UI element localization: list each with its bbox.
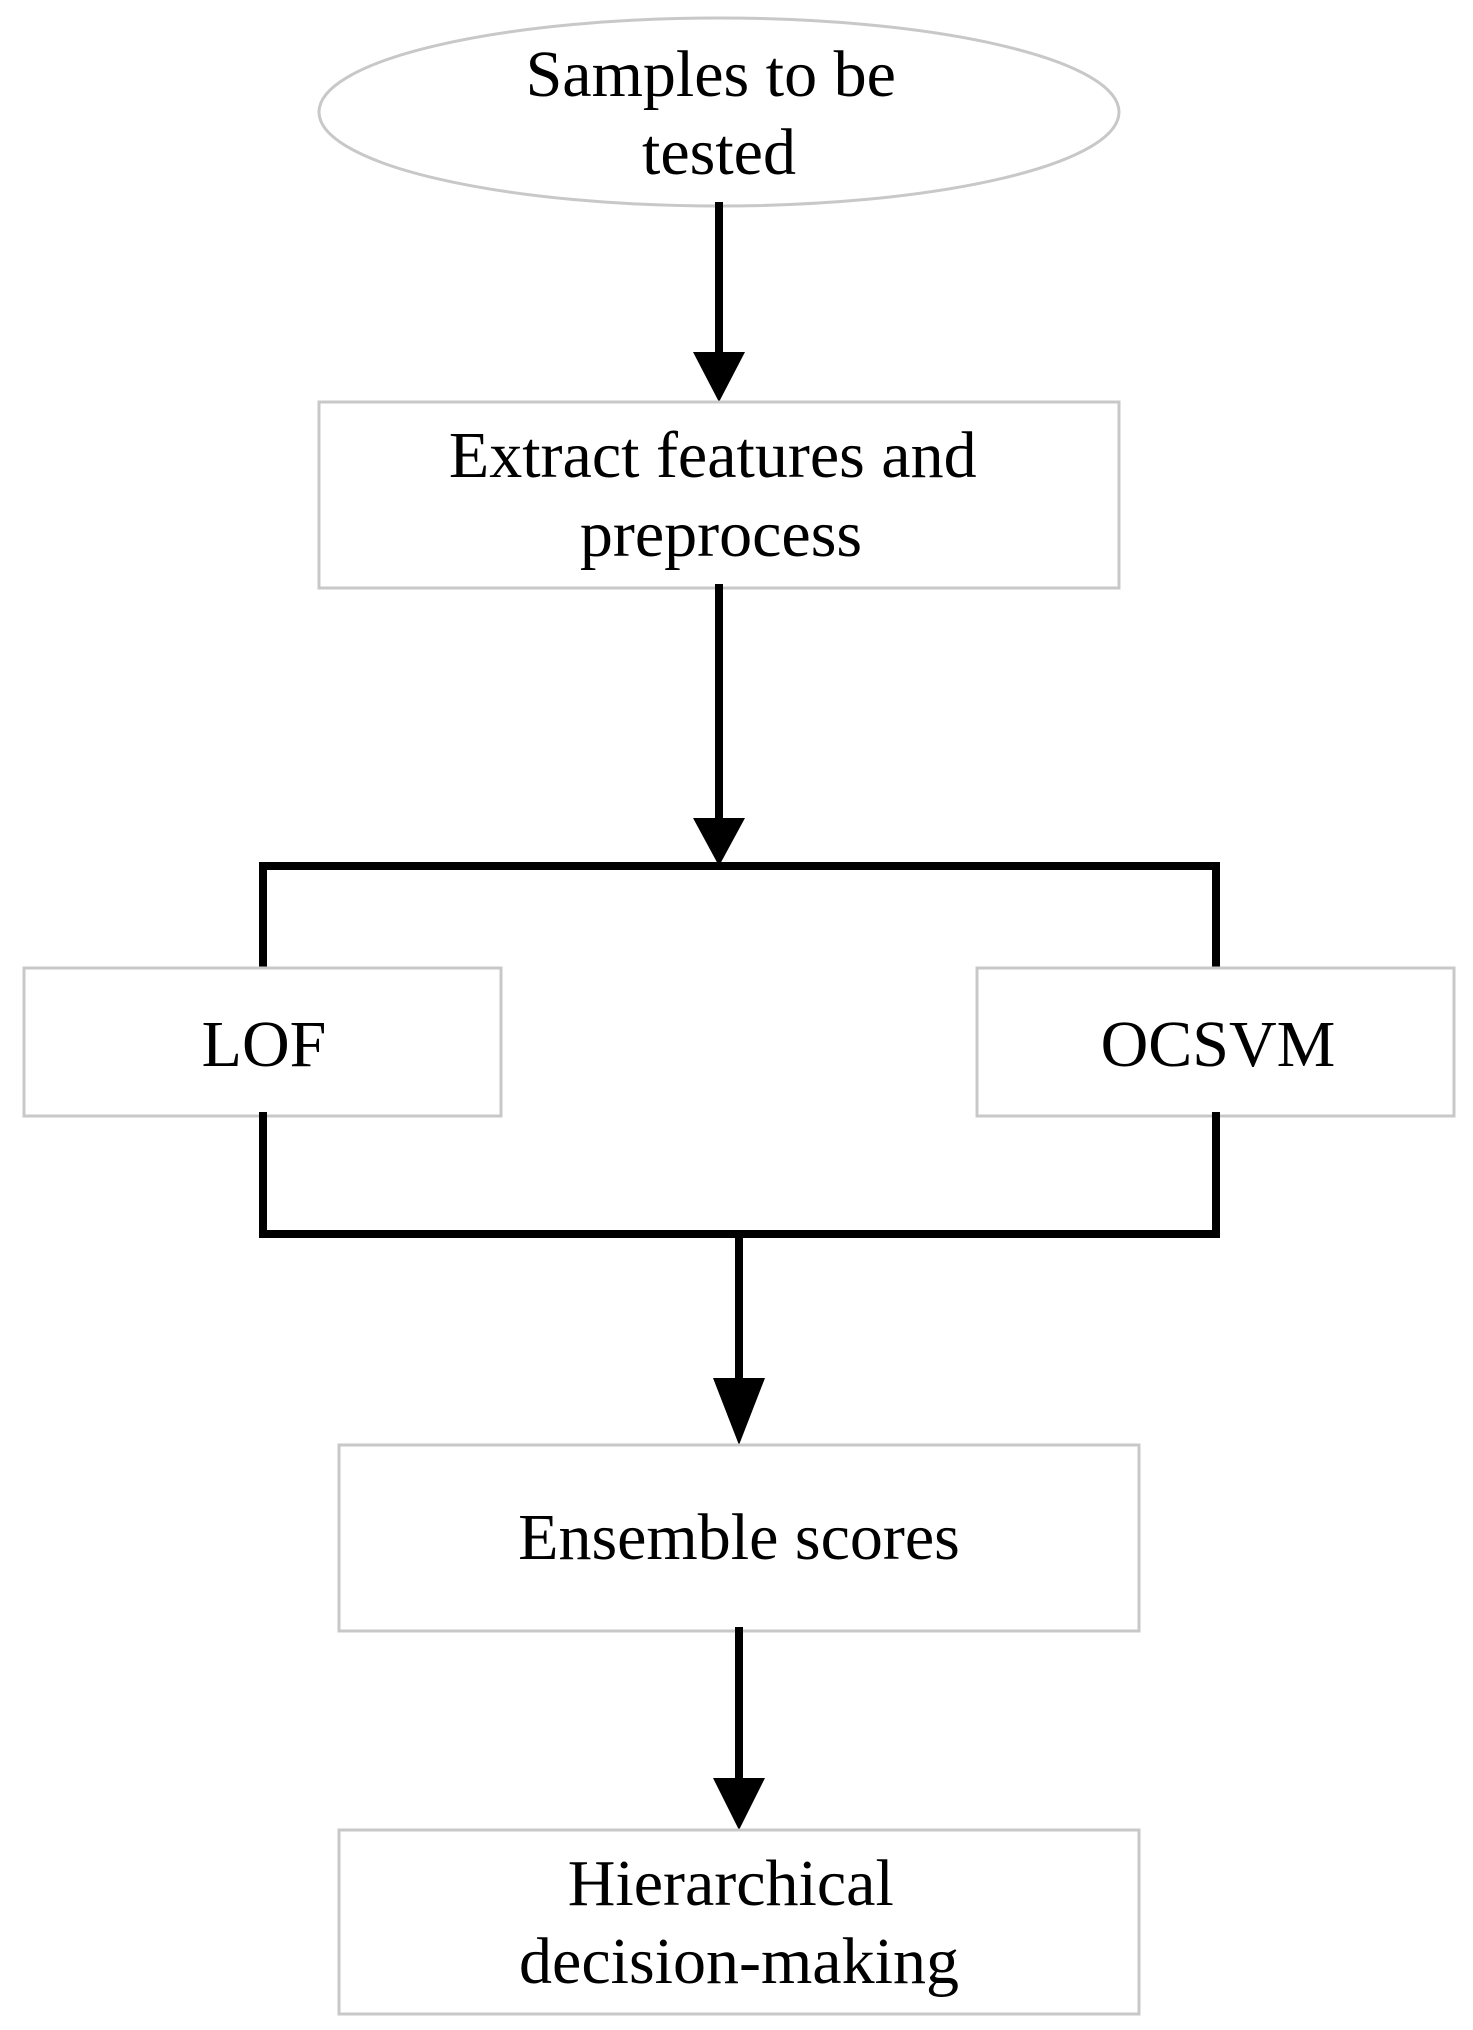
node-samples-line-1: Samples to be: [526, 38, 896, 111]
node-extract-text: Extract features and preprocess: [449, 419, 993, 571]
node-decision-shape: [337, 1828, 1141, 2016]
node-extract-line-2: preprocess: [580, 498, 862, 571]
node-ocsvm-text: OCSVM: [1101, 1008, 1336, 1081]
node-ocsvm-line-1: OCSVM: [1101, 1008, 1336, 1081]
node-lof-line-1: LOF: [202, 1008, 327, 1081]
node-ensemble-text: Ensemble scores: [518, 1501, 960, 1574]
node-samples-line-2: tested: [642, 116, 796, 189]
split-bracket-line: [259, 862, 1220, 972]
split-bracket: [259, 862, 1220, 972]
node-decision-line-2: decision-making: [519, 1925, 959, 1998]
node-extract-line-1: Extract features and: [449, 419, 977, 492]
node-samples-text: Samples to be tested: [526, 38, 913, 189]
node-decision-line-1: Hierarchical: [568, 1847, 894, 1920]
node-lof-text: LOF: [202, 1008, 327, 1081]
node-samples: Samples to be tested: [317, 16, 1121, 208]
arrowhead-icon: [693, 352, 745, 402]
node-ocsvm: OCSVM: [975, 966, 1456, 1118]
connector-ensemble-to-decision: [713, 1627, 765, 1830]
arrowhead-icon: [713, 1778, 765, 1830]
node-extract-shape: [317, 400, 1121, 590]
node-decision: Hierarchical decision-making: [337, 1828, 1141, 2016]
node-lof-shape: [22, 966, 503, 1118]
connector-extract-to-split: [693, 584, 745, 866]
node-ocsvm-shape: [975, 966, 1456, 1118]
node-lof: LOF: [22, 966, 503, 1118]
node-ensemble-shape: [337, 1443, 1141, 1633]
arrowhead-icon: [693, 818, 745, 866]
node-ensemble: Ensemble scores: [337, 1443, 1141, 1633]
merge-bracket-line: [259, 1112, 1220, 1238]
node-decision-text: Hierarchical decision-making: [519, 1847, 959, 1998]
connector-samples-to-extract: [693, 202, 745, 402]
connector-merge-to-ensemble: [713, 1230, 765, 1445]
node-extract: Extract features and preprocess: [317, 400, 1121, 590]
merge-bracket: [259, 1112, 1220, 1238]
arrowhead-icon: [713, 1378, 765, 1445]
node-ensemble-line-1: Ensemble scores: [518, 1501, 960, 1574]
